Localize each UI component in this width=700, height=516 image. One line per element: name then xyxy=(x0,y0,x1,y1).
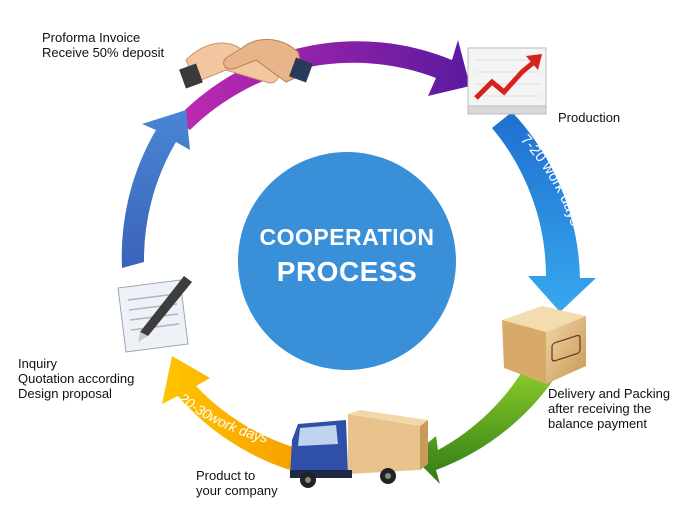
step-label-production: Production xyxy=(558,110,620,125)
step-label-deposit: Proforma Invoice Receive 50% deposit xyxy=(42,30,164,60)
step-label-line: your company xyxy=(196,483,278,498)
step-label-line: Production xyxy=(558,110,621,125)
step-label-shipping: Product to your company xyxy=(196,468,278,498)
arrow-segment-orange xyxy=(162,356,296,470)
handshake-icon xyxy=(179,38,313,89)
step-label-line: Delivery and Packing xyxy=(548,386,671,401)
truck-icon xyxy=(290,410,428,488)
arrow-segment-blue xyxy=(492,112,596,312)
box-icon xyxy=(502,306,586,384)
step-label-line: Proforma Invoice xyxy=(42,30,141,45)
step-label-line: Design proposal xyxy=(18,386,112,401)
step-label-inquiry: Inquiry Quotation according Design propo… xyxy=(18,356,134,401)
step-label-line: after receiving the xyxy=(548,401,652,416)
arrow-segment-green xyxy=(412,362,560,484)
center-title-line1: COOPERATION xyxy=(259,224,435,250)
center-title-line2: PROCESS xyxy=(276,256,418,287)
process-center-circle: COOPERATION PROCESS xyxy=(238,152,456,370)
step-label-line: Quotation according xyxy=(18,371,135,386)
step-label-packing: Delivery and Packing after receiving the… xyxy=(548,386,670,431)
arrow-segment-steel xyxy=(121,110,190,268)
arrow-segment-purple xyxy=(175,40,470,130)
ring xyxy=(121,40,596,484)
step-label-line: Product to xyxy=(196,468,256,483)
step-label-line: Inquiry xyxy=(18,356,58,371)
document-pen-icon xyxy=(117,276,192,353)
delivery-duration-label: 20-30work days xyxy=(175,389,269,446)
step-label-line: Receive 50% deposit xyxy=(42,45,165,60)
step-label-line: balance payment xyxy=(548,416,648,431)
chart-icon xyxy=(467,47,547,115)
